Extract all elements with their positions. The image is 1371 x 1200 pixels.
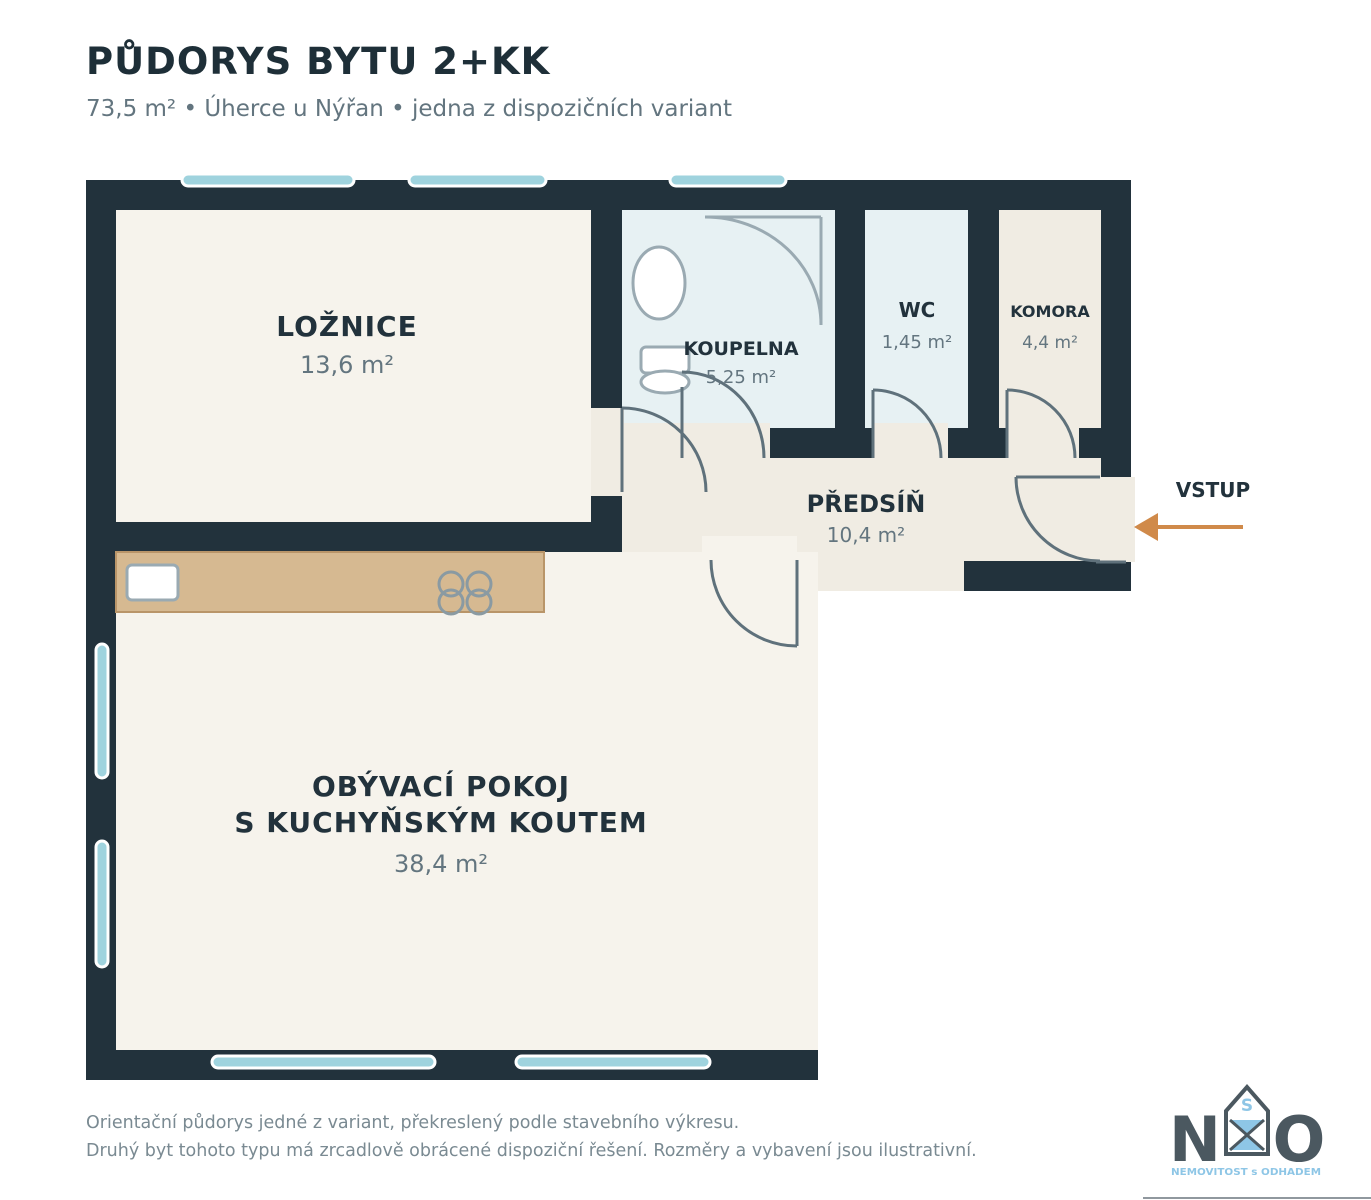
room-area-wc: 1,45 m² xyxy=(882,332,953,353)
room-area-predsin: 10,4 m² xyxy=(827,523,905,547)
logo-letter-n: N xyxy=(1169,1103,1221,1176)
company-logo: N S O NEMOVITOST s ODHADEM xyxy=(1143,1083,1371,1199)
logo-letter-o: O xyxy=(1273,1103,1326,1176)
room-area-koupelna: 5,25 m² xyxy=(706,367,777,388)
logo-tagline: NEMOVITOST s ODHADEM xyxy=(1171,1167,1321,1178)
page-title: PŮDORYS BYTU 2+KK xyxy=(86,40,551,83)
room-label-predsin: PŘEDSÍŇ xyxy=(807,489,926,518)
room-label-loznice: LOŽNICE xyxy=(276,309,417,343)
toilet xyxy=(639,345,691,395)
door-obyvaci xyxy=(709,559,799,648)
door-entrance xyxy=(1014,475,1126,564)
window xyxy=(668,172,788,188)
kitchen-sink xyxy=(125,563,180,602)
door-komora xyxy=(1005,388,1077,459)
room-label-wc: WC xyxy=(899,298,936,322)
bathtub-basin xyxy=(631,245,687,321)
footer-note-1: Orientační půdorys jedné z variant, přek… xyxy=(86,1113,740,1133)
windows xyxy=(94,172,788,1070)
window xyxy=(514,1054,712,1070)
footer-note-2: Druhý byt tohoto typu má zrcadlově obrác… xyxy=(86,1141,977,1161)
house-icon: S xyxy=(1224,1083,1270,1156)
room-label-obyvaci-line2: S KUCHYŇSKÝM KOUTEM xyxy=(234,805,647,839)
entrance-arrow xyxy=(1134,513,1243,541)
window xyxy=(210,1054,437,1070)
room-obyvaci-pokoj xyxy=(116,536,818,1050)
room-label-koupelna: KOUPELNA xyxy=(683,338,798,360)
page-subtitle: 73,5 m² • Úherce u Nýřan • jedna z dispo… xyxy=(86,96,732,122)
room-area-komora: 4,4 m² xyxy=(1022,333,1078,353)
door-wc xyxy=(871,388,943,459)
cooktop xyxy=(437,570,493,616)
room-label-obyvaci-line1: OBÝVACÍ POKOJ xyxy=(312,769,570,803)
shower xyxy=(704,215,823,326)
doors xyxy=(620,370,1126,648)
window xyxy=(94,642,110,780)
door-koupelna xyxy=(680,370,766,459)
room-label-komora: KOMORA xyxy=(1010,302,1090,321)
room-loznice xyxy=(116,210,591,522)
window xyxy=(407,172,548,188)
room-area-obyvaci: 38,4 m² xyxy=(394,850,488,878)
entrance-label: VSTUP xyxy=(1176,478,1250,502)
kitchen-counter xyxy=(115,551,545,613)
logo-letter-s: S xyxy=(1241,1096,1253,1116)
window xyxy=(180,172,356,188)
room-area-loznice: 13,6 m² xyxy=(300,351,394,379)
window xyxy=(94,839,110,969)
